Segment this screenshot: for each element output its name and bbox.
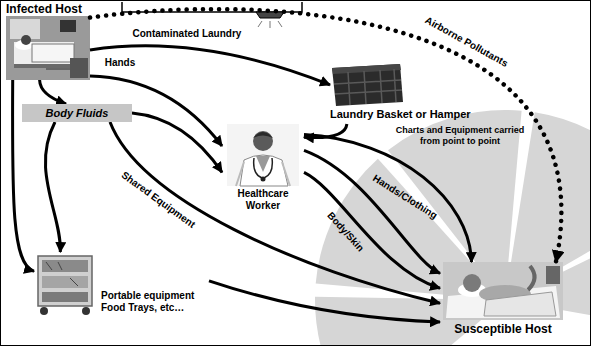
transmission-arrow <box>209 281 440 322</box>
transmission-arrow <box>110 122 440 303</box>
transmission-arrow <box>304 135 472 262</box>
transmission-arrow <box>40 80 66 104</box>
susceptible-host-photo <box>443 262 563 320</box>
worker-card: Healthcare Worker <box>222 124 304 212</box>
photo-frame <box>6 16 90 80</box>
node-label: Body Fluids <box>30 106 124 120</box>
photo-frame <box>330 62 405 106</box>
node-label: Portable equipment Food Trays, etc… <box>101 290 209 314</box>
node-label: Laundry Basket or Hamper <box>330 108 471 121</box>
node-label: Healthcare Worker <box>222 188 304 212</box>
basket-card: Laundry Basket or Hamper <box>330 62 471 124</box>
transmission-arrow <box>132 113 222 172</box>
ceiling-vent <box>122 2 302 28</box>
transmission-arrow <box>90 46 330 85</box>
host-card: Susceptible Host <box>440 262 566 337</box>
node-label: Infected Host <box>6 2 90 16</box>
node-label: Susceptible Host <box>440 322 566 337</box>
transmission-arrow <box>45 122 60 252</box>
equipment-card: Portable equipment Food Trays, etc… <box>34 252 209 316</box>
edge-label: Charts and Equipment carried from point … <box>392 125 528 147</box>
portable-equipment-photo <box>38 256 92 315</box>
healthcare-worker-photo <box>227 124 299 186</box>
edge-label: Hands <box>105 57 136 69</box>
transmission-arrow <box>304 150 440 273</box>
photo-frame <box>227 124 299 186</box>
photo-frame <box>34 252 96 316</box>
text-column: Portable equipment Food Trays, etc… <box>101 290 209 316</box>
infected-host-photo <box>6 16 90 80</box>
host-card: Infected Host <box>6 2 90 80</box>
laundry-basket-photo <box>332 64 403 106</box>
edge-label: Contaminated Laundry <box>133 28 242 40</box>
edge-label: Airborne Pollutants <box>423 14 510 69</box>
airborne-connector <box>90 9 561 262</box>
fluid-box: Body Fluids <box>22 104 132 122</box>
photo-frame <box>443 262 563 320</box>
transmission-arrow <box>304 172 440 288</box>
zone-wedges <box>315 110 591 346</box>
